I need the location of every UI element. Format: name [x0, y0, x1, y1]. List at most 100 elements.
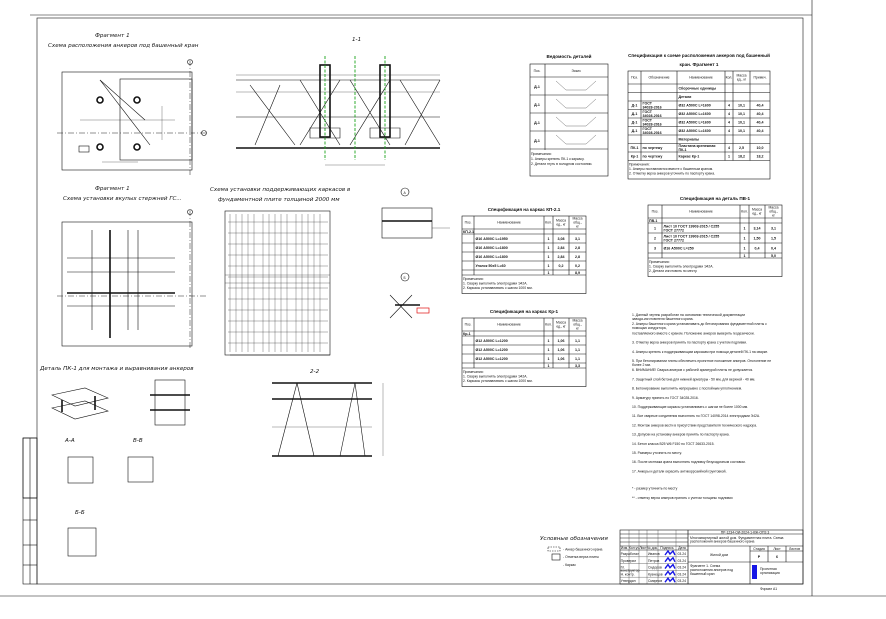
column-header: Кол. — [726, 76, 733, 80]
sheet-value: 6 — [776, 555, 778, 559]
table-note: 1. Сварку выполнять электродами Э42А. — [649, 265, 714, 269]
role: Разработал — [621, 552, 639, 556]
table-cell: 1 — [548, 246, 550, 250]
column-header: Кол. — [741, 210, 748, 214]
note-line: 1. Данный чертеж разработан на основании… — [632, 313, 745, 321]
column-header: Примеч. — [753, 76, 766, 80]
table-cell: 1,06 — [558, 348, 565, 352]
node-b-detail — [389, 294, 430, 319]
cut-bb-label: Б-Б — [75, 510, 85, 516]
table-note: 2. Каркасы устанавливать с шагом 1000 мм… — [463, 379, 533, 383]
rods-plan — [57, 209, 206, 350]
legend: - Анкер башенного крана - Отметка верха … — [547, 546, 603, 567]
sign-date: 03.24 — [678, 579, 687, 583]
note-line: 7. Защитный слой бетона для нижней армат… — [632, 377, 755, 381]
column-header: Поз. — [534, 69, 541, 73]
group-label: КП-2.1 — [463, 230, 474, 234]
note-line: 16. После монтажа крана выполнить подлив… — [632, 460, 746, 464]
revision-header: Дата — [678, 546, 686, 550]
table-cell: 0,2 — [575, 264, 580, 268]
table-title: Спецификация на каркас КП-2.1 — [488, 206, 561, 212]
sign-date: 03.24 — [678, 552, 687, 556]
revision-header: Кол.уч — [629, 546, 639, 550]
fragment-rods-title: Фрагмент 1 — [95, 186, 130, 192]
person-name: Петров — [648, 559, 660, 563]
table-cell: 1,1 — [575, 348, 580, 352]
table-cell: 3,08 — [558, 237, 565, 241]
section-2-2-label: 2-2 — [310, 369, 320, 375]
table-note: 1. Анкеры крепить ПК-1 к каркасу. — [531, 157, 584, 161]
table-cell: 10,0 — [757, 146, 764, 150]
table-cell: 1 — [548, 264, 550, 268]
column-header: Наименование — [689, 210, 713, 214]
table-cell: Каркас Кр-1 — [679, 155, 700, 159]
table-cell: 18,2 — [757, 155, 764, 159]
signature — [664, 570, 676, 576]
table-cell: 40,4 — [757, 112, 764, 116]
revision-header: Лист — [639, 546, 647, 550]
table-cell: 4 — [728, 112, 730, 116]
note-line: 11. Все сварные соединения выполнять по … — [632, 414, 760, 418]
note-line: ** - отметку верха анкеров принять с уче… — [632, 496, 733, 500]
pk1-elevation — [150, 379, 190, 426]
table-row: Детали — [679, 95, 692, 99]
table-title: Спецификация на каркас Кр-1 — [490, 308, 559, 314]
details-table: Ведомость деталейПоз.ЭскизД-1Д-1Д-1Д-1Пр… — [529, 53, 609, 177]
detail-position: Д-1 — [534, 139, 540, 143]
legend-item: - Каркас — [563, 563, 576, 567]
note-line: 6. ВНИМАНИЕ! Сварка анкеров с рабочей ар… — [632, 368, 753, 372]
stage-value: Р — [758, 555, 761, 559]
detail-sketch — [555, 134, 597, 145]
table-cell: 4 — [728, 129, 730, 133]
detail-position: Д-1 — [534, 121, 540, 125]
person-name: Смирнов — [648, 579, 662, 583]
table-cell: 2,84 — [558, 255, 565, 259]
revision-header: Изм. — [621, 546, 628, 550]
fragment-rods-subtitle: Схема установки вкупых стержней ГС... — [63, 196, 182, 202]
group-label: Кр-1 — [463, 332, 471, 336]
stage-header: Стадия — [753, 547, 765, 551]
table-cell: 40,4 — [757, 129, 764, 133]
project-name: Многоквартирный жилой дом. Фундаментная … — [690, 536, 784, 544]
detail-sketch — [555, 116, 597, 127]
note-line: 9. Арматуру принять по ГОСТ 34028-2016. — [632, 396, 699, 400]
node-a-marker — [400, 187, 410, 197]
table-cell: 0,4 — [755, 246, 760, 250]
table-cell: 1,06 — [558, 357, 565, 361]
table-cell: Ø16 А500С L=1950 — [476, 237, 508, 241]
node-a-label: А — [404, 191, 407, 195]
table-cell: Ø16 А500С L=1800 — [476, 255, 508, 259]
table-cell: 1,50 — [754, 236, 761, 240]
table-cell: 1 — [548, 357, 550, 361]
note-line: 15. Размеры уточнить по месту. — [632, 451, 682, 455]
spec-table-kp21: Спецификация на каркас КП-2.1Поз.Наимено… — [461, 206, 587, 294]
node-a-detail — [381, 207, 450, 239]
table-note: 1. Сварку выполнять электродами Э42А. — [463, 282, 528, 286]
legend-item: - Анкер башенного крана — [563, 548, 603, 552]
table-cell: 1 — [728, 155, 730, 159]
table-note: Примечания: — [649, 260, 670, 264]
person-name: Кузнецов — [648, 572, 663, 576]
table-row: Д-1 — [530, 98, 608, 114]
table-cell: 10,1 — [738, 121, 745, 125]
section-2-2-drawing — [272, 382, 384, 457]
person-name: Иванов — [648, 552, 660, 556]
table-cell: 1,5 — [771, 236, 776, 240]
table-cell: Материалы — [679, 138, 700, 142]
table-title: кран. Фрагмент 1 — [680, 62, 719, 67]
sheets-header: Листов — [789, 547, 800, 551]
